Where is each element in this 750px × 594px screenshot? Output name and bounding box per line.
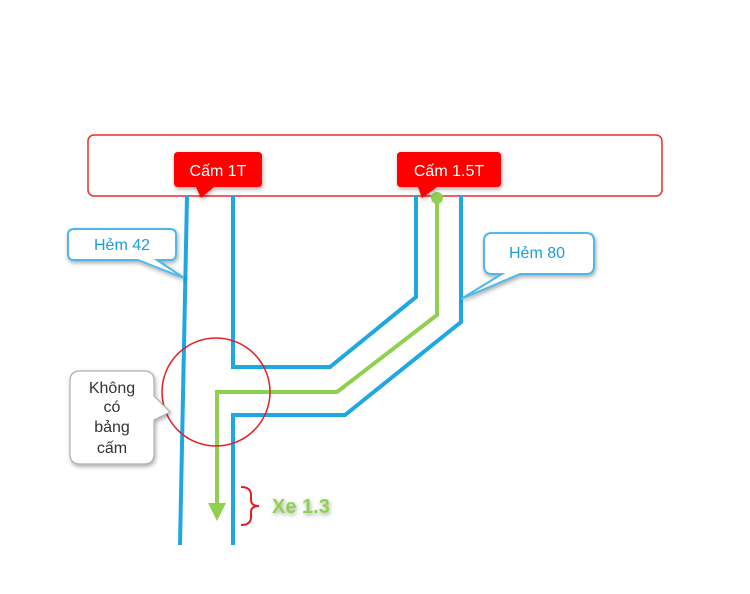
vehicle-label: Xe 1.3: [272, 496, 330, 518]
ban-1t-label: Cấm 1T: [190, 163, 247, 180]
ban-1-5t-label: Cấm 1.5T: [414, 163, 484, 180]
left-alley-road-edge: [178, 195, 189, 546]
no-sign-line-3: bảng: [94, 419, 130, 436]
left-alley-label: Hẻm 42: [94, 237, 150, 254]
ban-1-5t-sign: [397, 152, 501, 198]
left-alley-callout: [67, 228, 185, 279]
vehicle-route-path: [208, 198, 439, 521]
ban-1t-sign: [174, 152, 262, 198]
left-alley-inner-edge: [231, 196, 418, 369]
no-sign-highlight-circle: [161, 337, 271, 447]
no-sign-line-2: có: [104, 399, 121, 416]
no-sign-callout: [69, 370, 172, 465]
right-alley-label: Hẻm 80: [509, 245, 565, 262]
vehicle-bracket: [240, 486, 260, 526]
no-sign-line-1: Không: [89, 380, 135, 397]
connecting-road-lower-edge: [231, 196, 463, 545]
main-road-outline: [87, 134, 663, 197]
no-sign-line-4: cấm: [97, 440, 127, 457]
right-alley-callout: [460, 232, 595, 300]
